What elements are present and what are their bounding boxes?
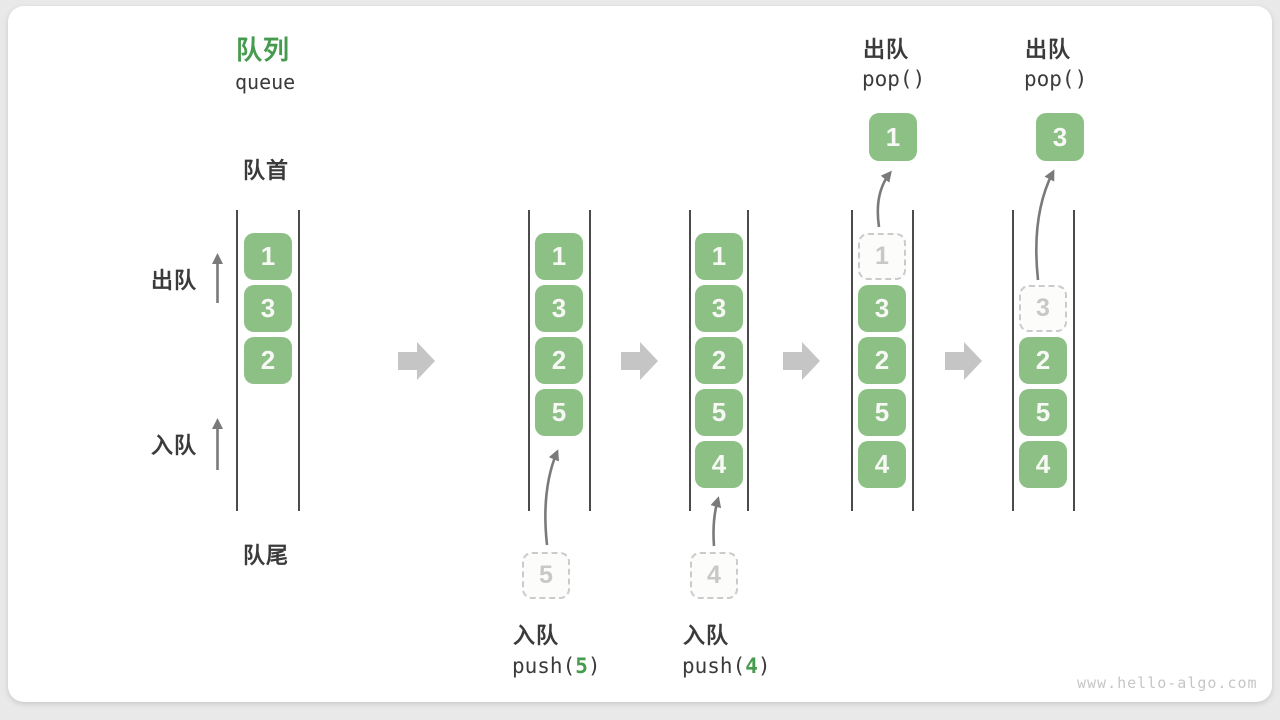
push4-code-arg: 4 [745, 654, 758, 678]
incoming-item-ghost: 5 [522, 552, 570, 599]
diagram-card [8, 6, 1272, 702]
queue-item: 4 [695, 441, 743, 488]
queue-item: 4 [1019, 441, 1067, 488]
queue-item: 2 [1019, 337, 1067, 384]
queue-item: 3 [535, 285, 583, 332]
queue-front-label: 队首 [243, 158, 290, 183]
push5-label-zh: 入队 [513, 623, 560, 648]
pop1-label-zh: 出队 [863, 37, 910, 62]
enqueue-side-label: 入队 [151, 433, 198, 458]
push5-code: push(5) [512, 654, 601, 678]
queue-wall [912, 210, 914, 511]
popped-item: 3 [1036, 113, 1084, 161]
queue-wall [236, 210, 238, 511]
queue-wall [1073, 210, 1075, 511]
queue-rear-label: 队尾 [243, 543, 290, 568]
queue-item: 4 [858, 441, 906, 488]
queue-wall [689, 210, 691, 511]
push4-code-suffix: ) [757, 654, 771, 678]
pop2-label-zh: 出队 [1025, 37, 1072, 62]
queue-item: 5 [858, 389, 906, 436]
queue-wall [851, 210, 853, 511]
push5-code-prefix: push( [512, 654, 576, 678]
popped-item: 1 [869, 113, 917, 161]
queue-item: 1 [244, 233, 292, 280]
queue-item: 5 [695, 389, 743, 436]
queue-item: 5 [1019, 389, 1067, 436]
queue-item: 1 [695, 233, 743, 280]
push4-label-zh: 入队 [683, 623, 730, 648]
diagram-title-en: queue [235, 70, 296, 94]
queue-item: 1 [535, 233, 583, 280]
pop2-code: pop() [1024, 67, 1088, 91]
queue-wall [589, 210, 591, 511]
queue-item: 5 [535, 389, 583, 436]
queue-item: 2 [858, 337, 906, 384]
queue-item: 3 [244, 285, 292, 332]
removed-item-ghost: 1 [858, 233, 906, 280]
push4-code: push(4) [682, 654, 771, 678]
push5-code-suffix: ) [587, 654, 601, 678]
pop1-code: pop() [862, 67, 926, 91]
incoming-item-ghost: 4 [690, 552, 738, 599]
removed-item-ghost: 3 [1019, 285, 1067, 332]
queue-wall [528, 210, 530, 511]
queue-item: 2 [244, 337, 292, 384]
diagram-title-zh: 队列 [236, 35, 291, 65]
queue-wall [747, 210, 749, 511]
queue-item: 3 [858, 285, 906, 332]
queue-wall [1012, 210, 1014, 511]
queue-item: 2 [695, 337, 743, 384]
queue-item: 3 [695, 285, 743, 332]
watermark: www.hello-algo.com [1077, 674, 1258, 692]
push5-code-arg: 5 [575, 654, 588, 678]
queue-wall [298, 210, 300, 511]
queue-item: 2 [535, 337, 583, 384]
dequeue-side-label: 出队 [151, 268, 198, 293]
push4-code-prefix: push( [682, 654, 746, 678]
